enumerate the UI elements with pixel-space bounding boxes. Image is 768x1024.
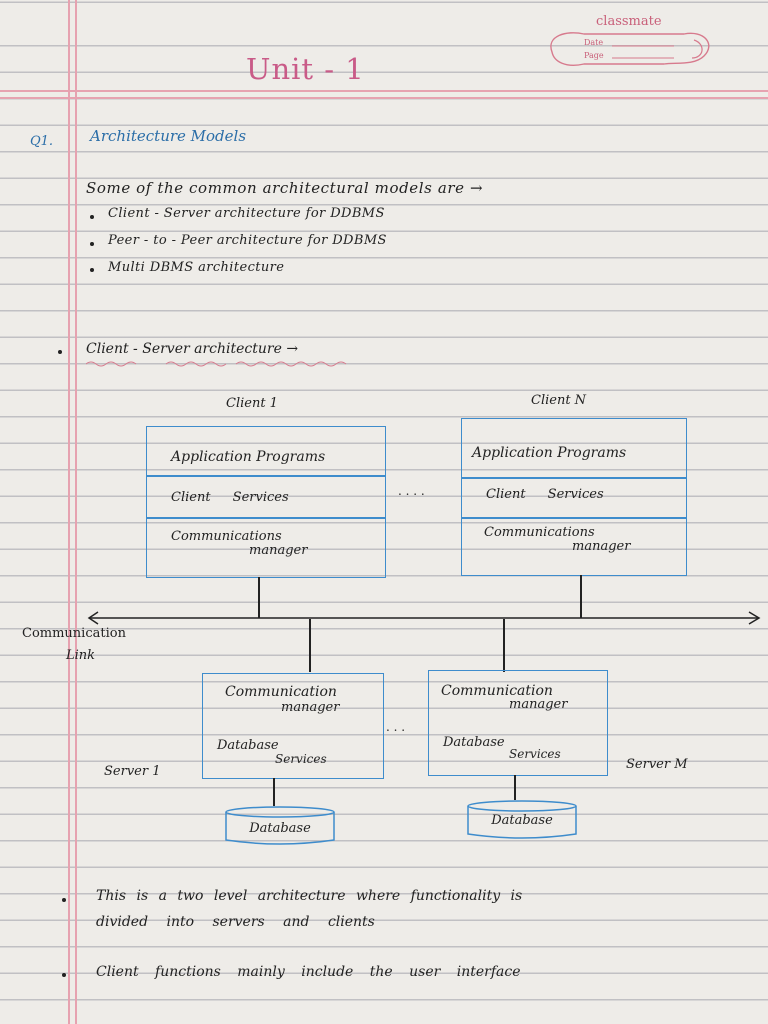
question-number: Q1. [30,134,54,149]
page-title: Unit - 1 [246,52,365,86]
communication-link-label: Communication [22,626,126,641]
divider [462,517,686,519]
squiggle-underline [86,361,347,367]
model-item: Client - Server architecture for DDBMS [108,206,385,221]
bullet [62,898,66,902]
client-n-box: Application Programs Client Services Com… [461,418,687,576]
client-gap-dots: . . . . [398,484,425,498]
database-label: Database [217,738,279,753]
client-1-box: Application Programs Client Services Com… [146,426,386,578]
note-line: Client functions mainly include the user… [96,964,521,980]
classmate-stamp: classmate Date Page [544,14,716,72]
communication-link-arrow [87,611,761,625]
client-1-connector [258,577,260,618]
header-line-1 [0,90,768,92]
manager-label: manager [281,700,340,715]
server-1-db-connector [273,778,275,806]
manager-label: manager [572,539,631,554]
date-label: Date [584,38,604,47]
server-m-connector [503,619,505,672]
bullet [90,215,94,219]
intro-text: Some of the common architectural models … [86,179,484,197]
server-1-box: Communication manager Database Services [202,673,384,779]
header-line-2 [0,97,768,99]
client-services-label: Client Services [486,487,604,502]
communication-label: Communication [225,684,337,700]
communications-label: Communications [484,525,595,540]
bullet [58,350,62,354]
database-label: Database [491,813,553,828]
client-n-connector [580,575,582,618]
divider [147,517,385,519]
services-label: Services [275,752,327,766]
divider [462,477,686,479]
bullet [90,242,94,246]
server-m-label: Server M [626,757,688,772]
database-label: Database [443,735,505,750]
brand-logo: classmate [596,14,662,29]
application-programs-label: Application Programs [171,449,326,465]
bullet [90,268,94,272]
manager-label: manager [249,543,308,558]
model-item: Peer - to - Peer architecture for DDBMS [108,233,387,248]
note-line: This is a two level architecture where f… [96,888,523,904]
communication-label: Communication [441,683,553,699]
communications-label: Communications [171,529,282,544]
services-label: Services [509,747,561,761]
manager-label: manager [509,697,568,712]
question-heading: Architecture Models [90,127,247,145]
divider [147,475,385,477]
note-line: divided into servers and clients [96,914,375,930]
server-m-db-connector [514,775,516,800]
application-programs-label: Application Programs [472,445,627,461]
database-1-cylinder: Database [224,804,336,846]
client-services-label: Client Services [171,490,289,505]
margin-line-left-1 [68,0,70,1024]
server-1-label: Server 1 [104,764,161,779]
link-label: Link [66,648,96,663]
margin-line-left-2 [75,0,77,1024]
section-heading: Client - Server architecture → [86,341,299,357]
server-1-connector [309,619,311,672]
model-item: Multi DBMS architecture [108,260,285,275]
database-m-cylinder: Database [466,798,578,840]
server-gap-dots: . . . [386,720,406,734]
database-label: Database [249,821,311,836]
server-m-box: Communication manager Database Services [428,670,608,776]
page-label: Page [584,51,604,60]
bullet [62,973,66,977]
client-n-label: Client N [531,393,587,408]
client-1-label: Client 1 [226,396,278,411]
